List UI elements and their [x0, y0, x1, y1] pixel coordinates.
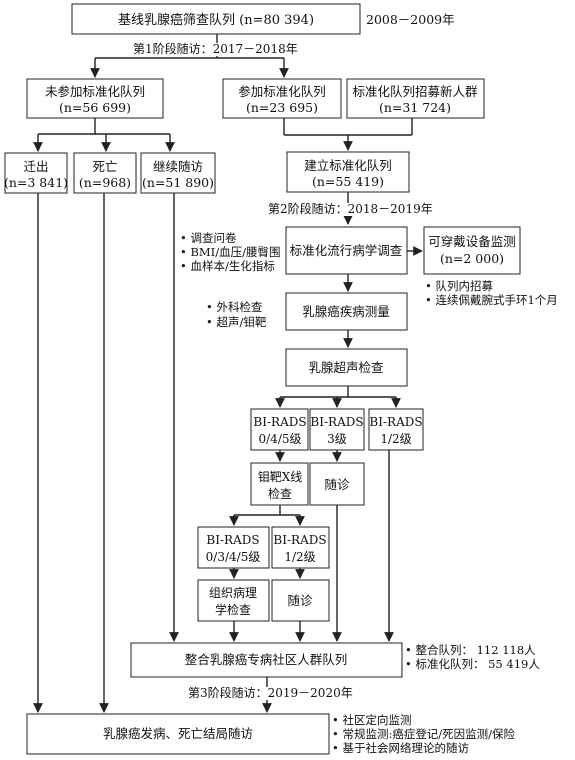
disease-measure-text: 乳腺癌疾病测量: [302, 304, 390, 319]
outcome-box: 乳腺癌发病、死亡结局随访: [26, 713, 330, 755]
followup-3-box: 随诊: [309, 462, 365, 506]
wearable-box: 可穿戴设备监测 (n=2 000): [423, 226, 521, 275]
joined-box: 参加标准化队列 (n=23 695): [222, 78, 342, 119]
community-bullet-2: • 标准化队列： 55 419人: [405, 657, 540, 671]
disease-bullet-1: • 外科检查: [206, 300, 263, 314]
disease-bullets: • 外科检查 • 超声/钼靶: [206, 300, 267, 329]
connectors: [33, 34, 423, 713]
community-box: 整合乳腺癌专病社区人群队列: [130, 642, 403, 678]
continue-bullet-1: • 调查问卷: [180, 231, 237, 245]
ultrasound-box: 乳腺超声检查: [285, 348, 408, 387]
outcome-bullets: • 社区定向监测 • 常规监测:癌症登记/死因监测/保险 • 基于社会网络理论的…: [332, 713, 516, 755]
epi-survey-text: 标准化流行病学调查: [290, 243, 403, 258]
disease-bullet-2: • 超声/钼靶: [206, 315, 267, 329]
continue-bullet-3: • 血样本/生化指标: [180, 259, 275, 273]
new-recruit-line1: 标准化队列招募新人群: [352, 84, 478, 99]
baseline-year-label: 2008－2009年: [366, 12, 455, 27]
joined-line1: 参加标准化队列: [238, 84, 326, 99]
outcome-bullet-3: • 基于社会网络理论的随访: [332, 741, 469, 755]
pathology-box: 组织病理 学检查: [197, 579, 270, 622]
established-box: 建立标准化队列 (n=55 419): [286, 151, 410, 193]
continue-line2: (n=51 890): [142, 175, 214, 190]
mammo-line2: 检查: [268, 486, 292, 501]
outcome-text: 乳腺癌发病、死亡结局随访: [103, 726, 253, 741]
wearable-bullet-1: • 队列内招募: [425, 279, 493, 293]
established-line2: (n=55 419): [312, 174, 384, 189]
wearable-bullet-2: • 连续佩戴腕式手环1个月: [425, 293, 558, 307]
new-recruit-line2: (n=31 724): [379, 100, 451, 115]
community-bullet-1: • 整合队列： 112 118人: [405, 643, 536, 657]
not-joined-line2: (n=56 699): [59, 100, 131, 115]
death-box: 死亡 (n=968): [73, 152, 137, 194]
community-bullets: • 整合队列： 112 118人 • 标准化队列： 55 419人: [405, 643, 540, 671]
continue-box: 继续随访 (n=51 890): [140, 152, 216, 194]
birads-3-line2: 3级: [327, 432, 347, 446]
phase3-label: 第3阶段随访：2019－2020年: [188, 685, 353, 700]
birads-0345-line2: 0/3/4/5级: [206, 550, 261, 564]
phase1-label: 第1阶段随访：2017－2018年: [133, 41, 298, 56]
wearable-bullets: • 队列内招募 • 连续佩戴腕式手环1个月: [425, 279, 558, 307]
not-joined-line1: 未参加标准化队列: [45, 84, 145, 99]
established-line1: 建立标准化队列: [304, 158, 392, 173]
joined-line2: (n=23 695): [246, 100, 318, 115]
birads-12b-line1: BI-RADS: [273, 533, 326, 547]
phase2-label: 第2阶段随访：2018－2019年: [268, 201, 433, 216]
pathology-line2: 学检查: [215, 602, 251, 617]
outcome-bullet-2: • 常规监测:癌症登记/死因监测/保险: [332, 727, 516, 741]
birads-045-line1: BI-RADS: [253, 415, 306, 429]
baseline-box-text: 基线乳腺癌筛查队列 (n=80 394): [118, 12, 314, 28]
birads-12-line1: BI-RADS: [369, 415, 422, 429]
moved-box: 迁出 (n=3 841): [4, 152, 68, 194]
new-recruit-box: 标准化队列招募新人群 (n=31 724): [346, 78, 485, 119]
birads-12b-line2: 1/2级: [284, 550, 315, 564]
mammo-line1: 钼靶X线: [258, 470, 303, 484]
moved-line1: 迁出: [23, 159, 48, 174]
followup-12-text: 随诊: [287, 593, 313, 608]
birads-045-line2: 0/4/5级: [259, 432, 302, 446]
death-line2: (n=968): [79, 175, 131, 190]
disease-measure-box: 乳腺癌疾病测量: [285, 292, 408, 331]
phase2-label-bg: [263, 203, 438, 216]
continue-bullet-2: • BMI/血压/腰臀围: [180, 245, 280, 259]
followup-12-box: 随诊: [271, 579, 330, 622]
moved-line2: (n=3 841): [4, 175, 68, 190]
death-line1: 死亡: [92, 159, 117, 174]
wearable-line2: (n=2 000): [440, 251, 504, 266]
birads-0345-line1: BI-RADS: [206, 533, 259, 547]
not-joined-box: 未参加标准化队列 (n=56 699): [26, 78, 164, 119]
phase1-label-bg: [128, 43, 296, 56]
community-text: 整合乳腺癌专病社区人群队列: [185, 652, 348, 667]
phase3-label-bg: [183, 687, 351, 700]
birads-12b-box: BI-RADS 1/2级: [271, 526, 330, 569]
pathology-line1: 组织病理: [209, 585, 257, 600]
baseline-box: 基线乳腺癌筛查队列 (n=80 394): [71, 3, 361, 35]
birads-12-box: BI-RADS 1/2级: [368, 408, 424, 451]
mammo-box: 钼靶X线 检查: [250, 462, 309, 506]
epi-survey-box: 标准化流行病学调查: [285, 226, 408, 275]
ultrasound-text: 乳腺超声检查: [308, 360, 384, 375]
birads-3-line1: BI-RADS: [310, 415, 363, 429]
birads-0345-box: BI-RADS 0/3/4/5级: [197, 526, 270, 569]
wearable-line1: 可穿戴设备监测: [428, 234, 516, 249]
birads-3-box: BI-RADS 3级: [309, 408, 365, 451]
birads-12-line2: 1/2级: [380, 432, 411, 446]
followup-3-text: 随诊: [324, 477, 350, 492]
outcome-bullet-1: • 社区定向监测: [332, 713, 411, 727]
continue-bullets: • 调查问卷 • BMI/血压/腰臀围 • 血样本/生化指标: [180, 231, 280, 273]
birads-045-box: BI-RADS 0/4/5级: [250, 408, 309, 451]
continue-line1: 继续随访: [153, 159, 203, 174]
